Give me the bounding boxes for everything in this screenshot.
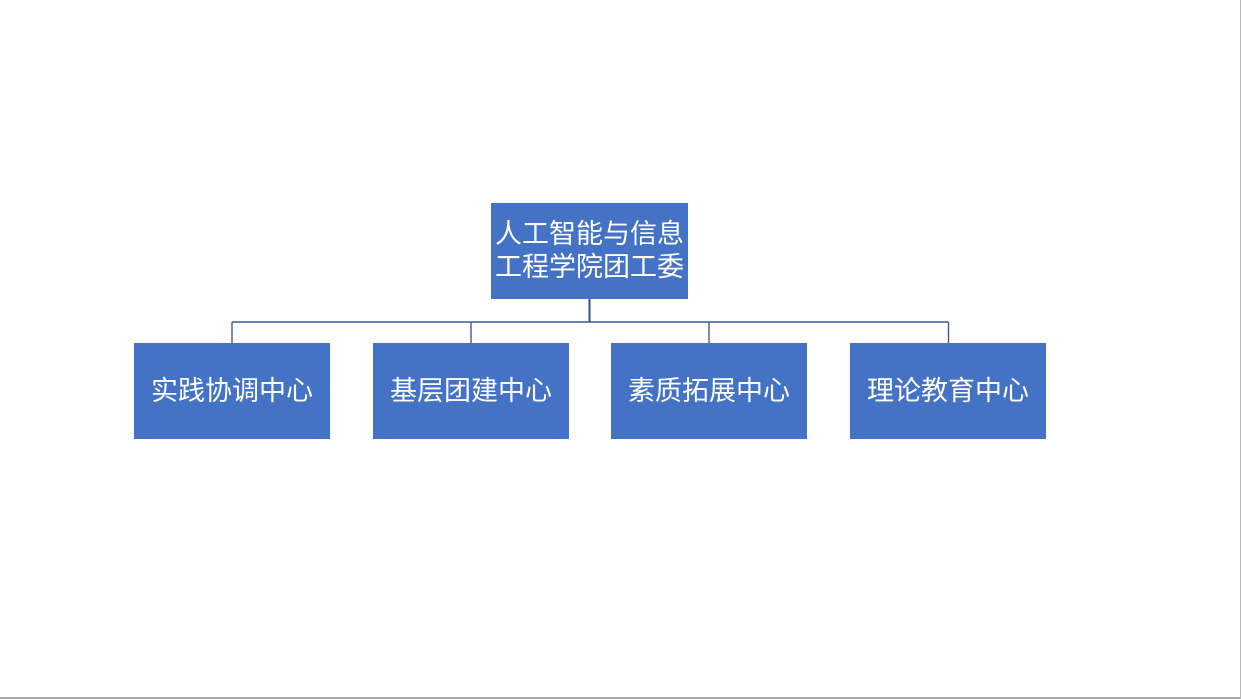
org-node-child-2[interactable]: 基层团建中心 xyxy=(373,343,569,439)
org-node-child-3[interactable]: 素质拓展中心 xyxy=(611,343,807,439)
org-node-child-1-label: 实践协调中心 xyxy=(151,375,313,406)
org-node-child-4[interactable]: 理论教育中心 xyxy=(850,343,1046,439)
org-node-root[interactable]: 人工智能与信息工程学院团工委 xyxy=(491,203,688,299)
org-node-child-2-label: 基层团建中心 xyxy=(390,375,552,406)
org-node-root-label: 人工智能与信息工程学院团工委 xyxy=(495,219,684,282)
org-node-child-1[interactable]: 实践协调中心 xyxy=(134,343,330,439)
org-node-child-4-label: 理论教育中心 xyxy=(867,375,1029,406)
org-node-child-3-label: 素质拓展中心 xyxy=(628,375,790,406)
